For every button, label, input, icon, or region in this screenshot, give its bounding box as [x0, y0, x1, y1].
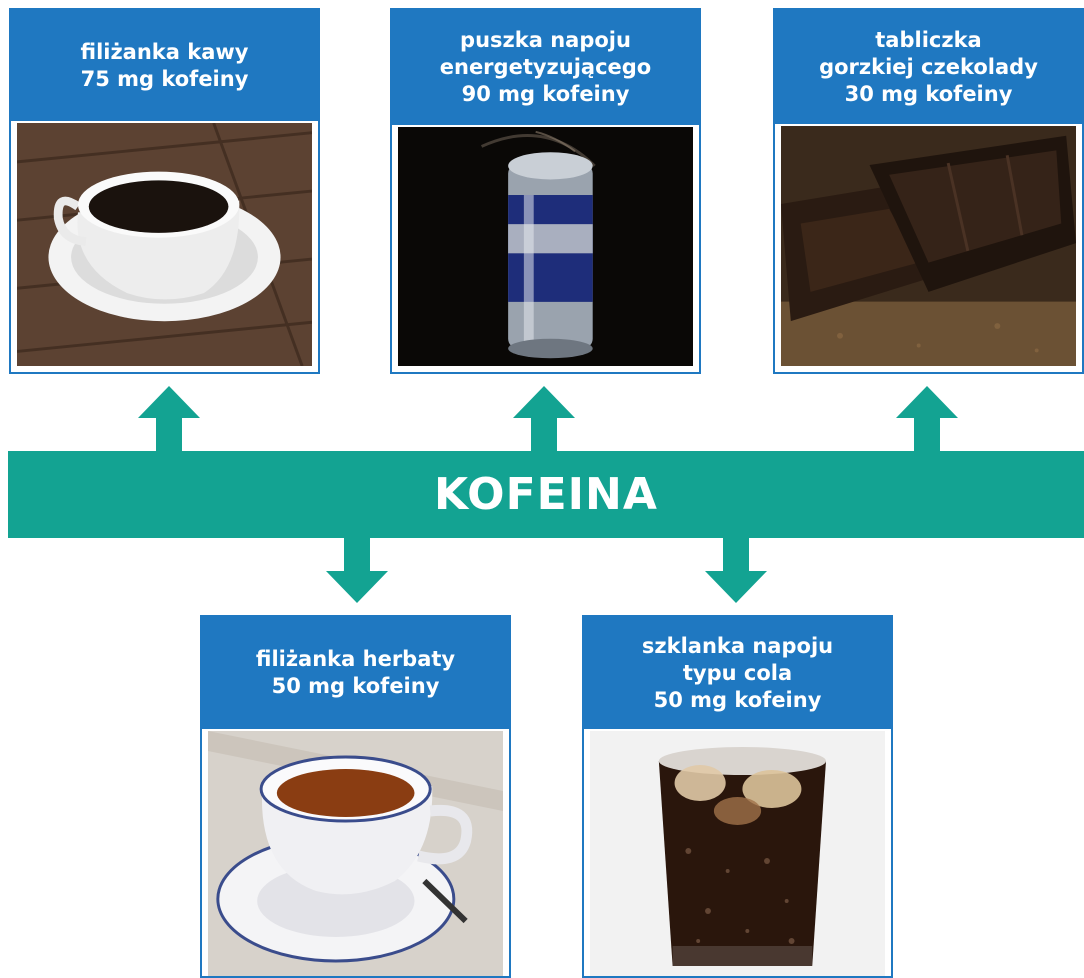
card-coffee-line-1: filiżanka kawy	[80, 39, 249, 64]
card-chocolate-header: tabliczka gorzkiej czekolady 30 mg kofei…	[775, 10, 1082, 124]
card-cola-line-1: szklanka napoju	[641, 633, 834, 658]
card-tea-line-2: 50 mg kofeiny	[271, 674, 440, 698]
arrow-up-coffee	[138, 386, 200, 452]
caffeine-banner: KOFEINA	[8, 451, 1084, 538]
card-energy-drink-line-3: 90 mg kofeiny	[461, 82, 630, 106]
card-chocolate: tabliczka gorzkiej czekolady 30 mg kofei…	[773, 8, 1084, 374]
card-tea-line-1: filiżanka herbaty	[255, 647, 456, 671]
banner-title: KOFEINA	[434, 469, 658, 520]
card-chocolate-line-1: tabliczka	[875, 27, 982, 52]
card-coffee-header: filiżanka kawy 75 mg kofeiny	[11, 10, 318, 121]
cola-glass-photo	[590, 731, 885, 976]
card-coffee: filiżanka kawy 75 mg kofeiny	[9, 8, 320, 374]
card-tea-header: filiżanka herbaty 50 mg kofeiny	[202, 617, 509, 729]
card-cola-header: szklanka napoju typu cola 50 mg kofeiny	[584, 617, 891, 729]
card-chocolate-line-3: 30 mg kofeiny	[844, 81, 1013, 106]
arrow-up-energy-drink	[513, 386, 575, 452]
card-cola-line-3: 50 mg kofeiny	[653, 687, 822, 712]
card-energy-drink-line-1: puszka napoju	[460, 28, 631, 52]
arrow-down-tea	[326, 537, 388, 603]
tea-cup-photo	[208, 731, 503, 976]
card-energy-drink-line-2: energetyzującego	[439, 55, 652, 79]
arrow-up-chocolate	[896, 386, 958, 452]
card-cola-line-2: typu cola	[682, 660, 793, 685]
card-coffee-line-2: 75 mg kofeiny	[80, 66, 249, 91]
coffee-cup-photo	[17, 123, 312, 366]
card-energy-drink-header: puszka napoju energetyzującego 90 mg kof…	[392, 10, 699, 125]
dark-chocolate-photo	[781, 126, 1076, 366]
card-tea: filiżanka herbaty 50 mg kofeiny	[200, 615, 511, 978]
card-energy-drink: puszka napoju energetyzującego 90 mg kof…	[390, 8, 701, 374]
energy-drink-can-photo	[398, 127, 693, 366]
arrow-down-cola	[705, 537, 767, 603]
card-chocolate-line-2: gorzkiej czekolady	[819, 54, 1038, 79]
card-cola: szklanka napoju typu cola 50 mg kofeiny	[582, 615, 893, 978]
